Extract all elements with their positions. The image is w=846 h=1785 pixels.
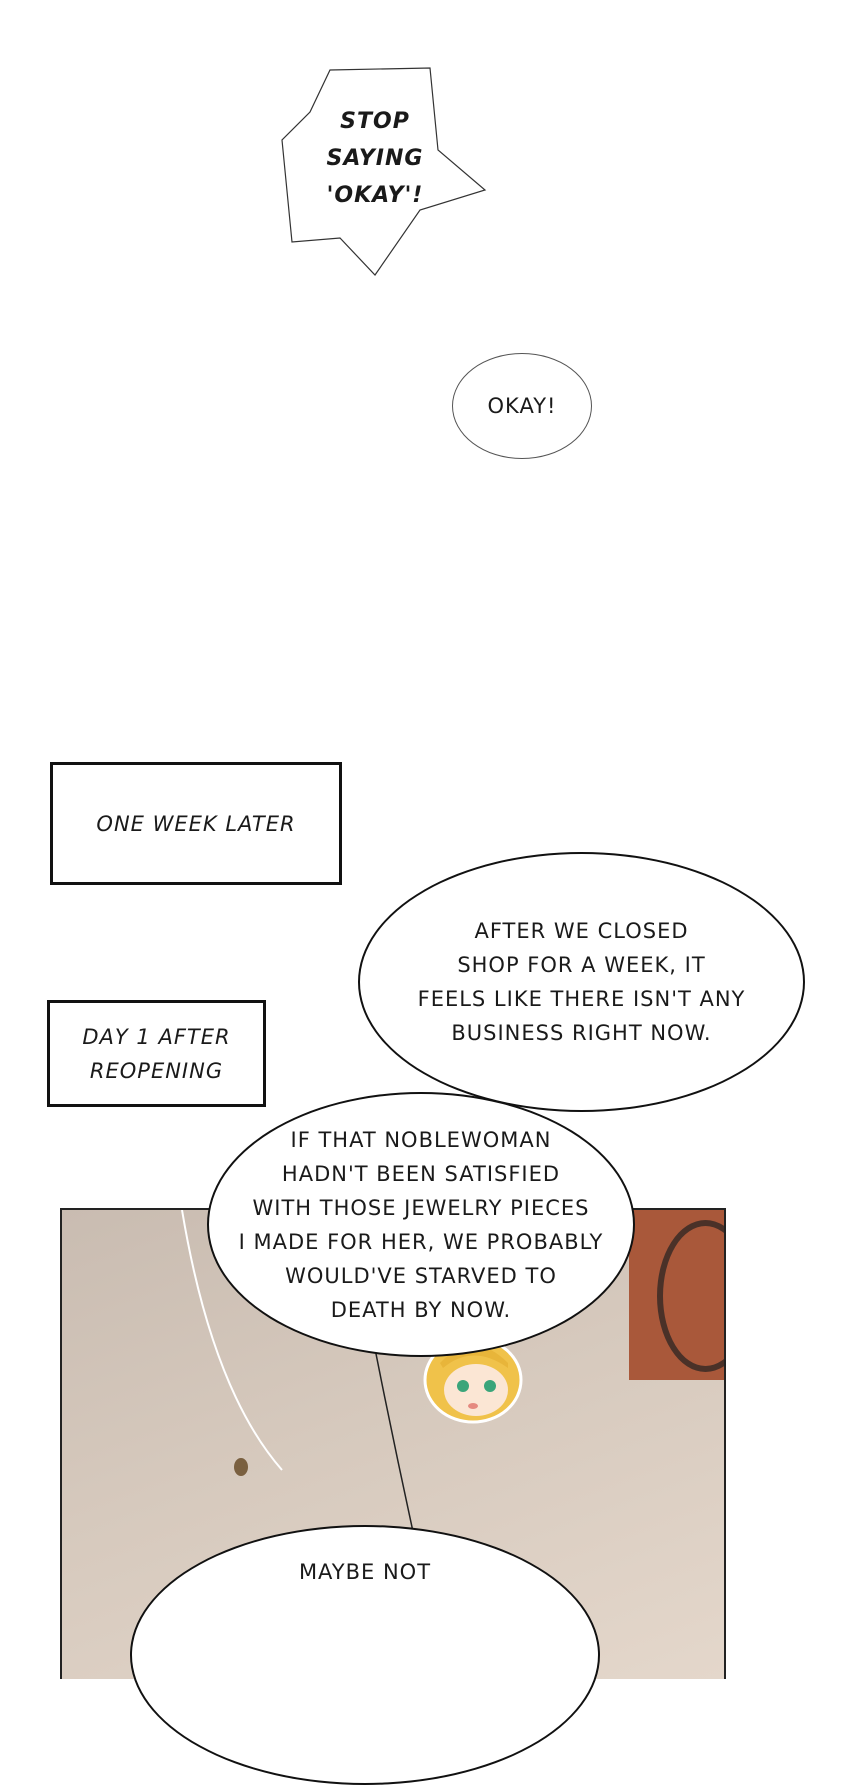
speech-bubble-noblewoman: If that noblewoman hadn't been satisfied…	[207, 1092, 635, 1357]
caption-day-1: Day 1 after reopening	[47, 1000, 266, 1107]
okay-bubble: Okay!	[452, 353, 592, 459]
speech-bubble-maybe-not: Maybe not	[130, 1525, 600, 1785]
speech-bubble-after-closed: After we closed shop for a week, it feel…	[358, 852, 805, 1112]
shout-bubble-text: Stop saying 'okay'!	[326, 109, 424, 208]
shout-bubble	[281, 67, 487, 276]
caption-one-week-later: One week later	[50, 762, 342, 885]
okay-bubble-text: Okay!	[487, 394, 557, 418]
floor-debris	[234, 1458, 248, 1476]
